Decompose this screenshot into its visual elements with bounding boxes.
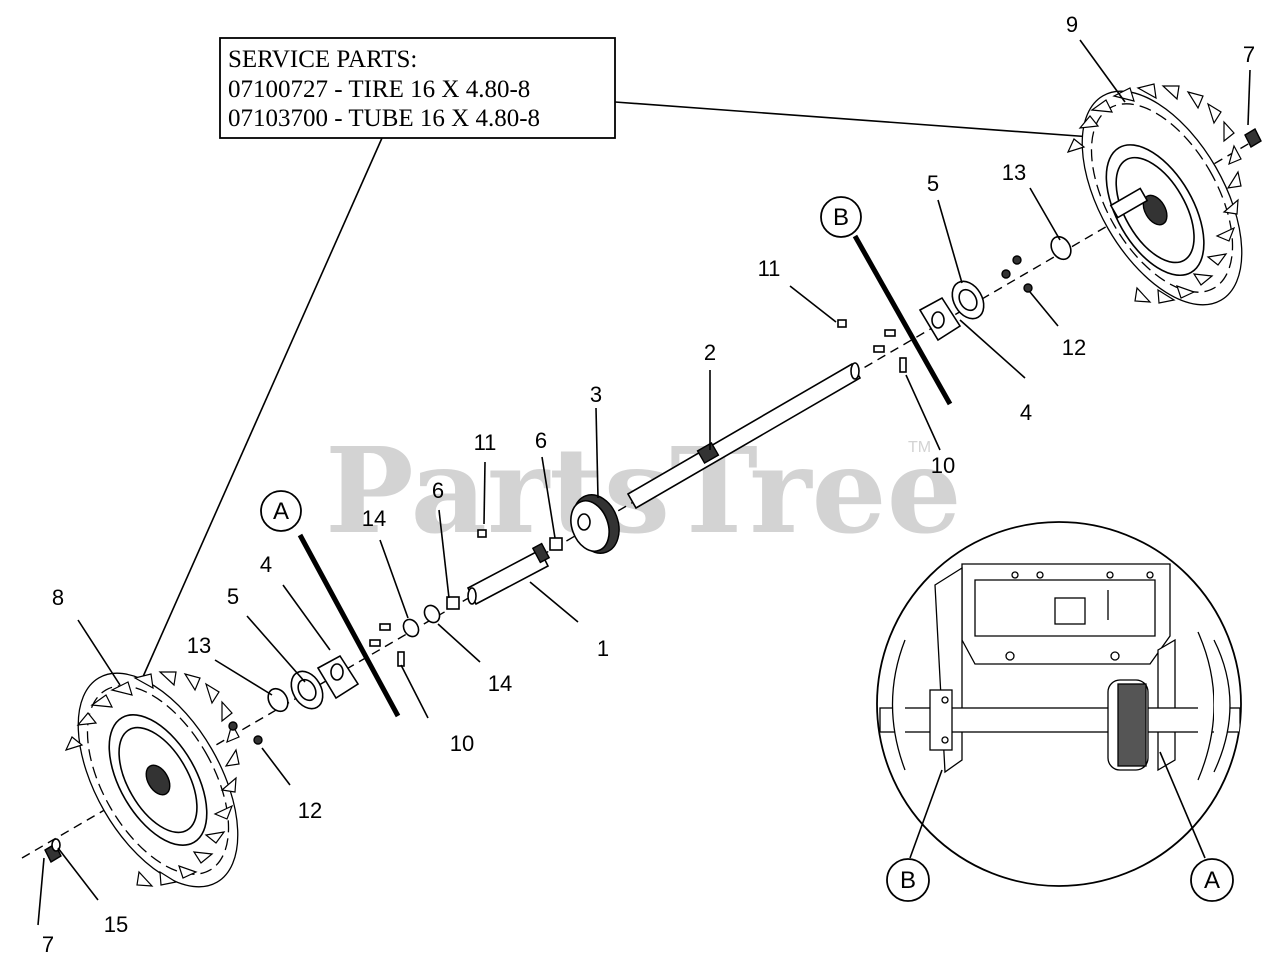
spacer-13-right [1050, 235, 1072, 261]
inset-marker-a: A [1190, 858, 1234, 902]
callout-13-right: 13 [1002, 160, 1026, 185]
cap-7-right [1244, 128, 1262, 148]
bearing-5-right [951, 280, 985, 320]
service-part-tube: 07103700 - TUBE 16 X 4.80-8 [228, 105, 540, 132]
spacer-6-center [549, 537, 563, 551]
callout-12-left: 12 [298, 798, 322, 823]
left-tire-lugs [64, 671, 240, 887]
callout-4-left: 4 [260, 552, 272, 577]
callout-14-top: 14 [362, 506, 386, 531]
section-bar-b [852, 234, 953, 406]
callout-10-left: 10 [450, 731, 474, 756]
leader-box-right-tire [614, 101, 1106, 139]
spacer-6-left [446, 596, 460, 610]
shaft-2 [626, 362, 862, 510]
callout-5-left: 5 [227, 584, 239, 609]
bolt-left-a [379, 623, 391, 631]
service-parts-heading: SERVICE PARTS: [228, 46, 417, 73]
callout-2: 2 [704, 340, 716, 365]
callout-leaders [37, 39, 1251, 926]
right-tire-lugs [1066, 83, 1242, 304]
bolt-left-b [369, 639, 381, 647]
callout-11-right: 11 [758, 256, 781, 281]
nut-right-b [1012, 255, 1022, 265]
callout-4-right: 4 [1020, 400, 1032, 425]
nut-12-left [253, 735, 263, 745]
nut-left-a [228, 721, 238, 731]
right-tire [1066, 83, 1243, 306]
callout-9: 9 [1066, 12, 1078, 37]
svg-text:A: A [1204, 867, 1220, 894]
shaft-1 [466, 542, 551, 606]
callout-12-right: 12 [1062, 335, 1086, 360]
left-tire [64, 671, 240, 888]
bolt-right-a [884, 329, 896, 337]
callout-13-left: 13 [187, 633, 211, 658]
spacer-13-left [267, 687, 289, 713]
nut-right-a [1001, 269, 1011, 279]
section-bar-a [297, 533, 401, 718]
left-hardware [44, 529, 487, 863]
callout-7-right: 7 [1243, 42, 1255, 67]
callout-7-left: 7 [42, 932, 54, 957]
svg-text:B: B [900, 867, 916, 894]
key-11-left [477, 529, 487, 538]
callout-14-bottom: 14 [488, 671, 512, 696]
callouts: 1 2 3 4 4 5 5 6 6 7 7 8 9 10 10 11 11 12… [42, 12, 1255, 957]
callout-6-center: 6 [535, 428, 547, 453]
bolt-10-right [899, 357, 907, 373]
callout-15: 15 [104, 912, 128, 937]
callout-6-left: 6 [432, 478, 444, 503]
svg-text:B: B [833, 204, 849, 231]
svg-text:A: A [273, 498, 289, 525]
callout-1: 1 [597, 636, 609, 661]
key-11-right [837, 319, 847, 328]
washer-14-left [402, 618, 420, 638]
callout-5-right: 5 [927, 171, 939, 196]
callout-8: 8 [52, 585, 64, 610]
washer-14-right [423, 604, 441, 624]
callout-10-right: 10 [931, 453, 955, 478]
gear-3 [570, 494, 620, 554]
bolt-10-left [397, 651, 405, 667]
section-marker-b: B [820, 196, 862, 238]
bolt-right-b [873, 345, 885, 353]
watermark-trademark: TM [908, 439, 931, 456]
service-parts-box: SERVICE PARTS: 07100727 - TIRE 16 X 4.80… [219, 37, 616, 139]
callout-11-left: 11 [474, 430, 497, 455]
inset-view: B A [876, 521, 1242, 902]
bearing-5-left [290, 670, 324, 710]
service-part-tire: 07100727 - TIRE 16 X 4.80-8 [228, 76, 530, 103]
section-marker-a: A [260, 490, 302, 532]
leader-box-left-tire [137, 137, 383, 689]
inset-marker-b: B [886, 858, 930, 902]
right-hardware [837, 128, 1262, 373]
nut-12-right [1023, 283, 1033, 293]
callout-3: 3 [590, 382, 602, 407]
